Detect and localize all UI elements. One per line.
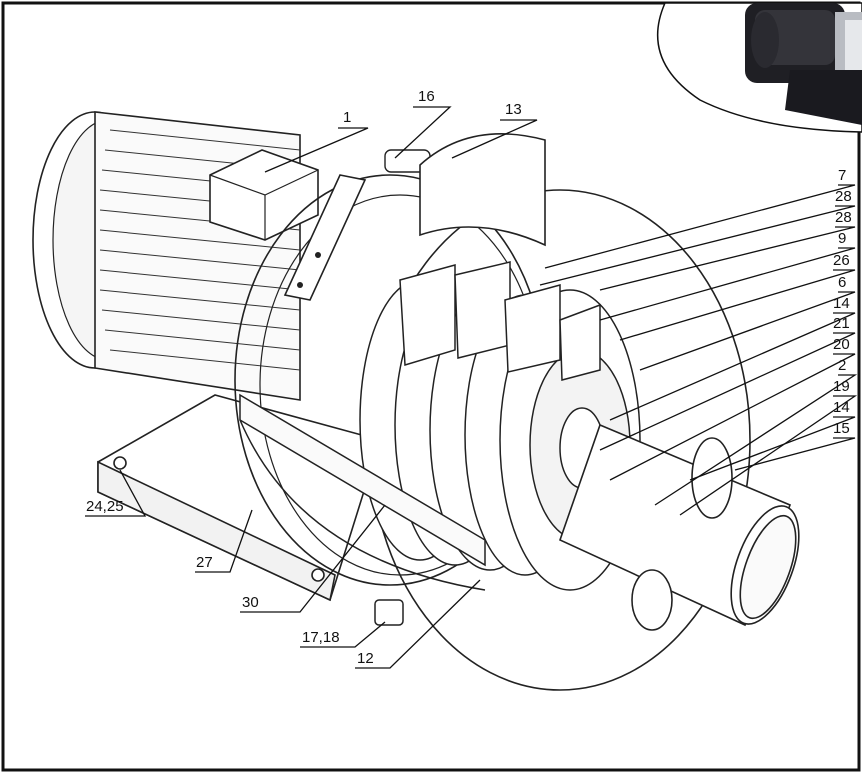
- label-7: 7: [838, 167, 846, 184]
- housing-cut-section: [239, 393, 486, 567]
- label-24-25: 24,25: [86, 498, 124, 515]
- electric-motor: [32, 111, 319, 401]
- label-26: 26: [833, 252, 850, 269]
- label-9: 9: [838, 230, 846, 247]
- label-17-18: 17,18: [302, 629, 340, 646]
- label-14-lower: 14: [833, 399, 850, 416]
- label-2: 2: [838, 357, 846, 374]
- label-28-upper: 28: [835, 188, 852, 205]
- label-12: 12: [357, 650, 374, 667]
- callout-labels: 1 16 13 7 28 28 9 26 6 14 21 20 2 19 14 …: [86, 88, 852, 667]
- label-15: 15: [833, 420, 850, 437]
- discharge-pipe: [559, 423, 800, 631]
- label-1: 1: [343, 109, 351, 126]
- label-28-lower: 28: [835, 209, 852, 226]
- callout-leaders: [85, 106, 858, 669]
- label-20: 20: [833, 336, 850, 353]
- drain-plug: [374, 599, 404, 626]
- label-13: 13: [505, 101, 522, 118]
- label-27: 27: [196, 554, 213, 571]
- product-photo-inset: [657, 2, 862, 133]
- label-16: 16: [418, 88, 435, 105]
- label-19: 19: [833, 378, 850, 395]
- label-30: 30: [242, 594, 259, 611]
- label-21: 21: [833, 315, 850, 332]
- label-14-upper: 14: [833, 295, 850, 312]
- label-6: 6: [838, 274, 846, 291]
